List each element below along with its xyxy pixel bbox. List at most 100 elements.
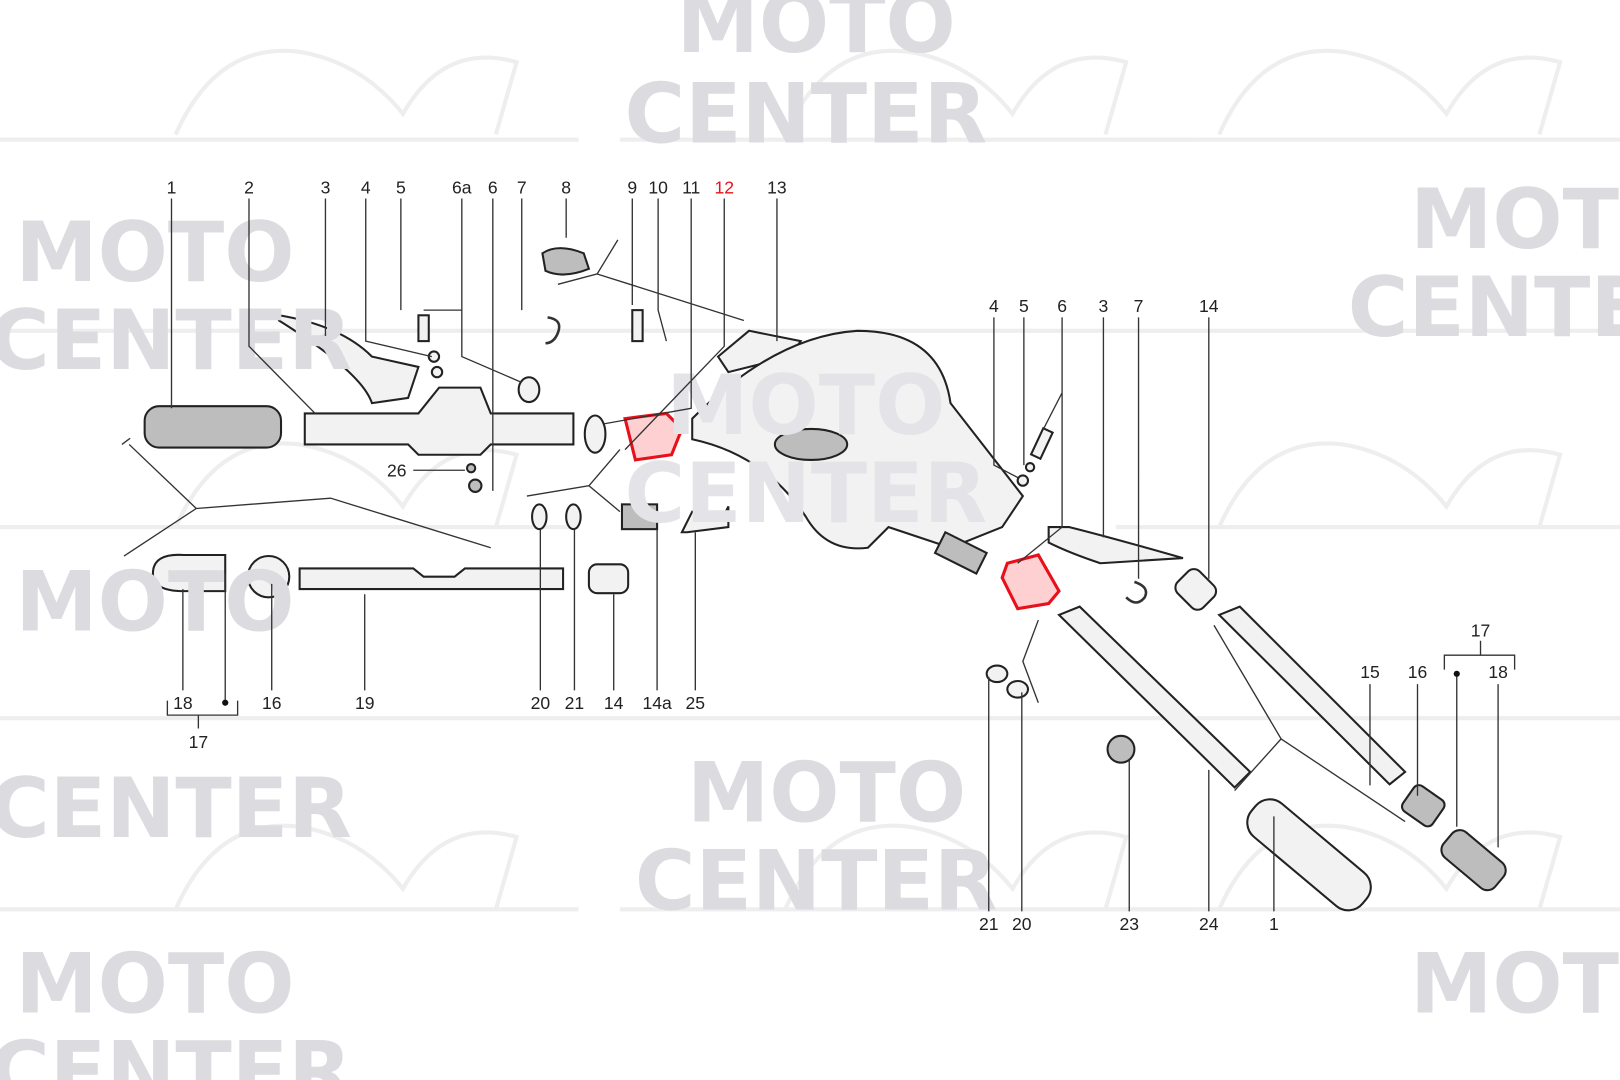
callout-label: 23 xyxy=(1119,914,1139,934)
callout-label: 21 xyxy=(565,693,585,713)
part-shape xyxy=(0,48,579,142)
right-tube-24 xyxy=(1057,605,1252,789)
part-shape xyxy=(222,699,229,706)
callout-label: 8 xyxy=(561,177,571,197)
callout-label: 18 xyxy=(1488,662,1508,682)
callout-label: 2 xyxy=(244,177,254,197)
part-shape xyxy=(1174,568,1218,611)
part-shape xyxy=(417,314,430,343)
callout-label: 4 xyxy=(989,296,999,316)
callout-label: 17 xyxy=(189,732,209,752)
callout-label: 3 xyxy=(1099,296,1109,316)
watermark-text: MOTO xyxy=(666,358,945,454)
callout-label: 11 xyxy=(682,177,700,197)
watermark-text: MOTO xyxy=(15,205,294,301)
part-shape xyxy=(0,441,579,530)
watermark-text: MOTO xyxy=(677,0,956,72)
headset-casting xyxy=(691,329,1025,550)
callout-label: 1 xyxy=(167,177,177,197)
leader-line xyxy=(545,316,561,345)
right-tube-15 xyxy=(1217,605,1407,786)
watermark-text: CENTER xyxy=(0,761,352,857)
leader-line xyxy=(121,437,621,557)
callout-label: 4 xyxy=(361,177,371,197)
callout-labels: 1 2 3 4 5 6a 6 7 8 9 10 11 12 13 4 5 6 3… xyxy=(167,177,1508,934)
part-shape xyxy=(465,463,477,474)
callout-label: 16 xyxy=(1408,662,1428,682)
left-bar-end xyxy=(151,553,227,593)
part-shape xyxy=(531,503,548,531)
callout-label: 7 xyxy=(517,177,527,197)
part-shape xyxy=(427,350,441,363)
watermark-text: MOTO xyxy=(15,937,294,1033)
part-shape xyxy=(1016,474,1030,487)
callout-label: 3 xyxy=(321,177,331,197)
part-shape xyxy=(430,365,444,379)
part-shape xyxy=(985,664,1009,684)
left-lever xyxy=(277,314,420,405)
callout-label: 13 xyxy=(767,177,787,197)
part-shape xyxy=(620,503,659,531)
callout-label: 18 xyxy=(173,693,193,713)
leader-line xyxy=(1443,640,1516,670)
part-8 xyxy=(541,247,591,276)
right-bar-end xyxy=(1440,829,1507,892)
left-grip xyxy=(143,405,283,449)
callout-label: 6 xyxy=(1057,296,1067,316)
callout-label: 9 xyxy=(627,177,637,197)
callout-label: 20 xyxy=(1012,914,1032,934)
part-shape xyxy=(933,530,989,575)
part-shape xyxy=(0,823,579,912)
callout-label: 15 xyxy=(1360,662,1380,682)
part-shape xyxy=(1115,441,1620,530)
part-shape xyxy=(773,427,849,461)
watermark-text: CENTER xyxy=(0,1024,352,1080)
leader-line xyxy=(170,198,778,491)
part-shape xyxy=(468,478,483,493)
part-shape xyxy=(565,503,582,531)
watermark-text: CENTER xyxy=(635,833,998,929)
callout-label: 6 xyxy=(488,177,498,197)
callout-label: 14a xyxy=(642,693,672,713)
right-lever xyxy=(1047,526,1184,565)
part-shape xyxy=(1106,734,1136,764)
part-shape xyxy=(1453,670,1460,677)
leader-line xyxy=(166,700,239,729)
leader-line xyxy=(1369,671,1499,848)
highlighted-label: 12 xyxy=(714,177,734,197)
callout-label: 17 xyxy=(1471,621,1491,641)
part-12-highlighted-right xyxy=(1000,553,1061,611)
watermark-text: MOTO xyxy=(15,554,294,650)
leader-line xyxy=(1213,624,1406,823)
callout-label: 5 xyxy=(396,177,406,197)
part-shape xyxy=(583,414,607,454)
part-19-tube xyxy=(298,567,565,591)
leader-lines xyxy=(121,198,1516,912)
callout-label: 25 xyxy=(686,693,706,713)
callout-label: 10 xyxy=(648,177,668,197)
callout-label: 6a xyxy=(452,177,472,197)
part-shape xyxy=(1006,679,1030,699)
callout-label: 26 xyxy=(387,460,407,480)
callout-label: 14 xyxy=(604,693,624,713)
part-shape xyxy=(619,823,1199,912)
callout-label: 20 xyxy=(531,693,551,713)
callout-label: 19 xyxy=(355,693,375,713)
parts xyxy=(143,247,1507,912)
part-shape xyxy=(517,376,541,404)
part-shape xyxy=(587,563,630,595)
leader-line xyxy=(557,239,745,322)
watermark-text: CENTER xyxy=(625,446,988,542)
callout-label: 14 xyxy=(1199,296,1219,316)
watermark-text: MOTO xyxy=(1410,172,1620,268)
watermark-text: CENTER xyxy=(0,293,352,389)
callout-label: 21 xyxy=(979,914,999,934)
part-shape xyxy=(631,309,644,343)
part-shape xyxy=(246,554,291,599)
part-shape xyxy=(1115,48,1620,142)
callout-label: 5 xyxy=(1019,296,1029,316)
callout-label: 7 xyxy=(1134,296,1144,316)
part-shape xyxy=(1024,461,1036,473)
